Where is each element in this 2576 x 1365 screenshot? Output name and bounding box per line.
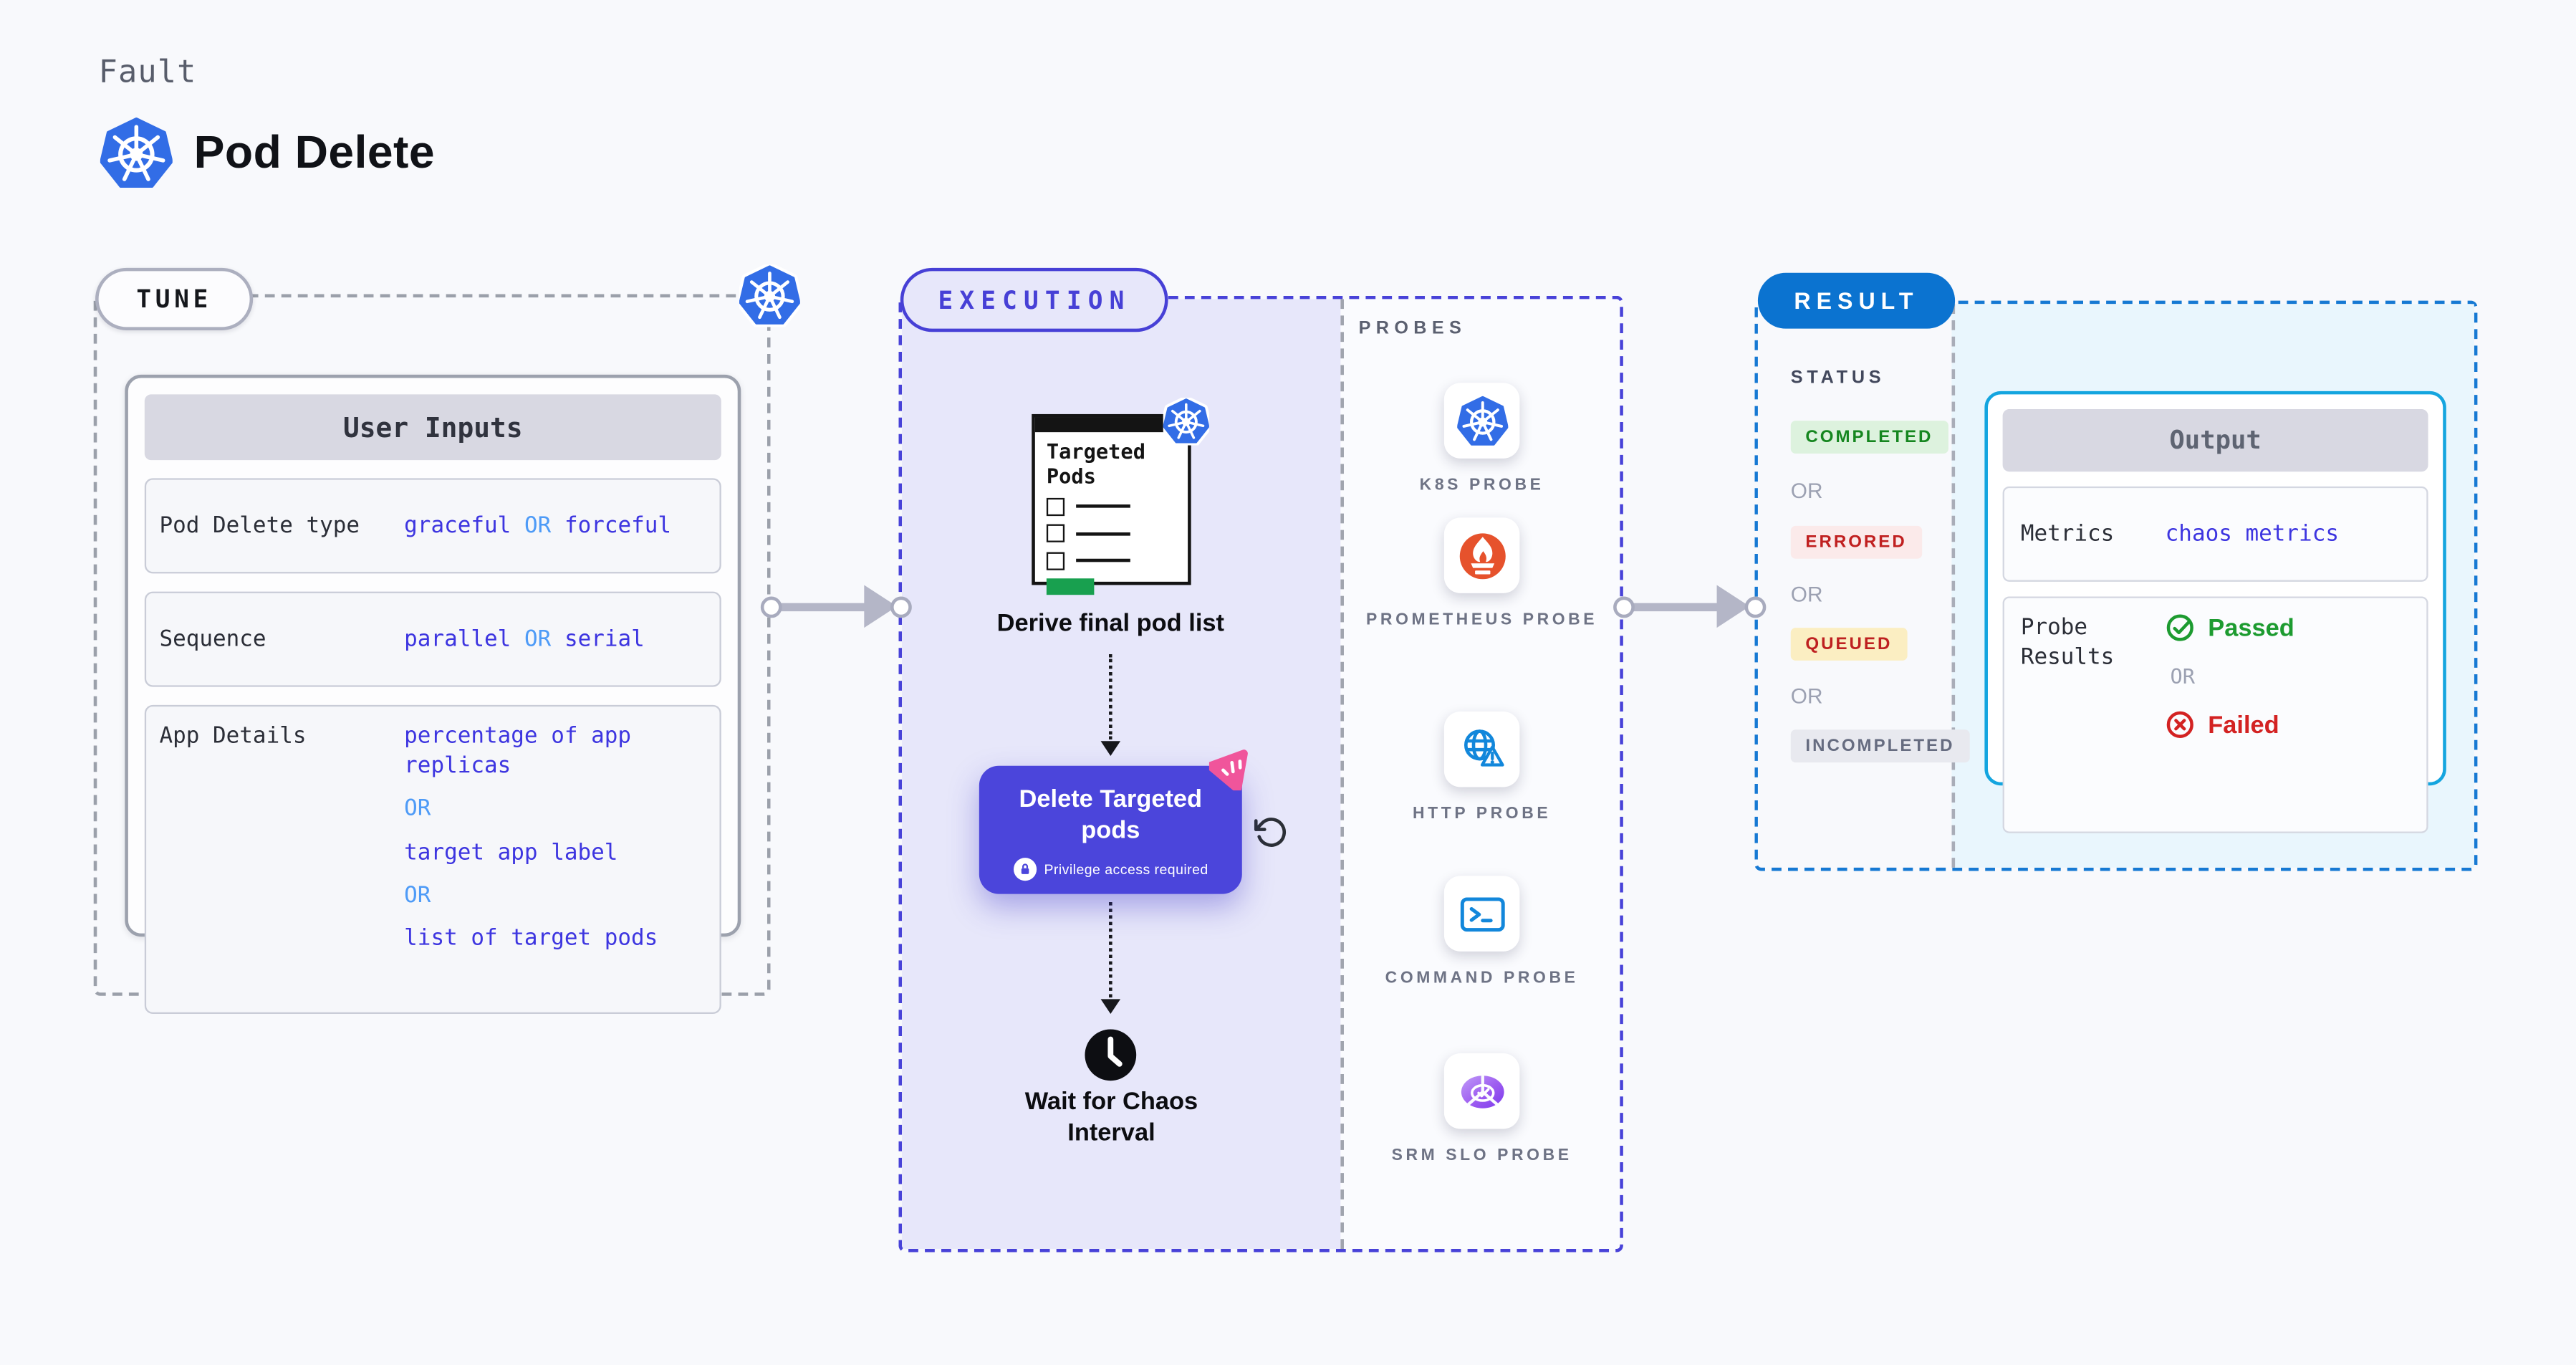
status-badge-incompleted: INCOMPLETED (1790, 729, 1970, 763)
status-or: OR (1790, 684, 1823, 709)
row-label: App Details (159, 723, 307, 749)
connector-dot (889, 595, 911, 618)
sequence-row: Sequence parallel OR serial (144, 591, 721, 687)
x-circle-icon (2166, 711, 2193, 738)
checkbox-icon (1046, 551, 1065, 570)
targeted-pods-title: Targeted Pods (1046, 439, 1145, 489)
status-badge-errored: ERRORED (1790, 525, 1922, 559)
flow-arrow (1108, 653, 1112, 740)
row-value: parallel OR serial (404, 626, 645, 653)
status-or: OR (1790, 581, 1823, 607)
probe-http: HTTP PROBE (1350, 712, 1613, 828)
pod-list-item (1046, 524, 1188, 542)
status-heading: STATUS (1790, 368, 1885, 388)
app-details-row: App Details percentage of app replicas O… (144, 704, 721, 1015)
kubernetes-icon (1443, 383, 1520, 459)
chaos-icon (1208, 749, 1248, 791)
metrics-row: Metrics chaos metrics (2002, 486, 2428, 582)
metrics-value: chaos metrics (2165, 520, 2340, 547)
prometheus-icon (1443, 517, 1520, 593)
probe-results-values: Passed OR Failed (2166, 613, 2294, 816)
kubernetes-icon (100, 117, 173, 188)
checkbox-icon (1046, 497, 1065, 515)
derive-pod-list-label: Derive final pod list (996, 609, 1224, 638)
globe-warning-icon (1443, 712, 1520, 787)
connector-dot (759, 595, 782, 618)
row-options: percentage of app replicas OR target app… (404, 723, 658, 952)
slo-pie-check-icon (1443, 1053, 1520, 1129)
probe-results-or: OR (2170, 664, 2196, 689)
delete-targeted-pods-step: Delete Targeted pods Privilege access re… (979, 765, 1242, 894)
flow-arrow-head (1100, 741, 1121, 756)
pod-list-item (1046, 551, 1188, 570)
list-line (1076, 504, 1130, 508)
tune-pill: TUNE (95, 267, 254, 330)
probe-command: COMMAND PROBE (1350, 876, 1613, 992)
page-title: Pod Delete (193, 126, 436, 178)
pod-list-item (1046, 497, 1188, 515)
list-line (1076, 531, 1130, 535)
checkbox-icon (1046, 524, 1065, 542)
failed-line: Failed (2166, 710, 2294, 739)
kubernetes-icon (1163, 397, 1209, 446)
execution-pill: EXECUTION (900, 267, 1169, 332)
probe-results-row: Probe Results Passed OR Failed (2002, 596, 2428, 833)
retry-loop-icon (1254, 818, 1286, 847)
user-inputs-header: User Inputs (144, 394, 721, 461)
check-circle-icon (2166, 614, 2193, 641)
flow-arrow (1108, 902, 1112, 998)
status-badge-queued: QUEUED (1790, 628, 1907, 661)
output-header: Output (2002, 409, 2428, 472)
targeted-pods-card: Targeted Pods (1032, 397, 1209, 595)
privilege-note: Privilege access required (979, 856, 1242, 881)
probes-heading: PROBES (1358, 318, 1467, 339)
user-inputs-card: User Inputs Pod Delete type graceful OR … (125, 374, 741, 1015)
list-line (1076, 558, 1130, 562)
flow-arrow-head (1100, 999, 1121, 1015)
metrics-label: Metrics (2020, 520, 2115, 547)
connector-dot (1744, 595, 1766, 618)
output-card: Output Metrics chaos metrics Probe Resul… (1984, 391, 2446, 833)
row-label: Pod Delete type (159, 512, 360, 539)
arrow-shaft (770, 602, 873, 610)
step-label: Delete Targeted pods (1019, 785, 1203, 845)
clock-icon (1085, 1029, 1137, 1081)
progress-bar (1046, 578, 1095, 595)
kubernetes-icon (739, 264, 800, 327)
probe-k8s: K8S PROBE (1350, 383, 1613, 499)
lock-icon (1012, 856, 1037, 881)
status-or: OR (1790, 478, 1823, 503)
fault-kicker: Fault (98, 54, 197, 91)
privilege-note-text: Privilege access required (1044, 860, 1208, 877)
probe-prometheus: PROMETHEUS PROBE (1350, 517, 1613, 633)
pod-delete-type-row: Pod Delete type graceful OR forceful (144, 478, 721, 574)
probe-results-label: Probe Results (2020, 614, 2115, 671)
result-pill: RESULT (1757, 272, 1956, 329)
status-badge-completed: COMPLETED (1790, 421, 1948, 454)
row-label: Sequence (159, 626, 266, 653)
connector-dot (1612, 595, 1634, 618)
terminal-icon (1443, 876, 1520, 952)
probe-srm-slo: SRM SLO PROBE (1350, 1053, 1613, 1169)
arrow-shaft (1623, 602, 1726, 610)
row-value: graceful OR forceful (404, 512, 672, 539)
card-title-bar (1034, 417, 1188, 433)
wait-chaos-interval-label: Wait for Chaos Interval (1024, 1088, 1198, 1147)
passed-line: Passed (2166, 613, 2294, 642)
